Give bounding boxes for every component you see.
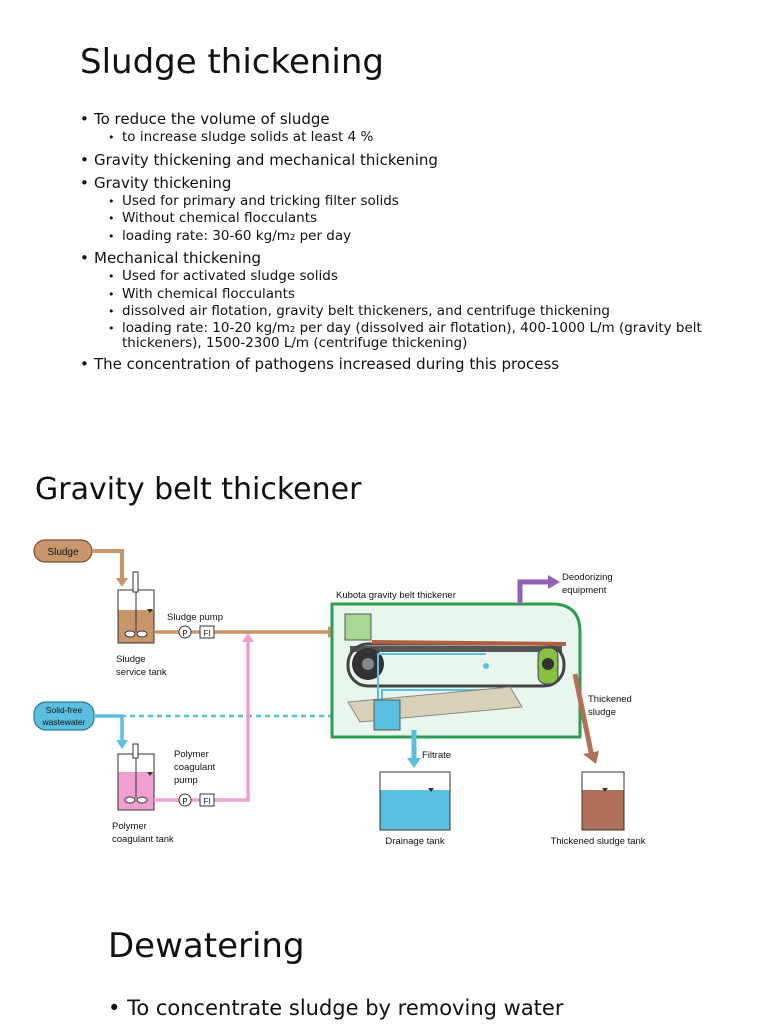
belt-roller-right-hub: [542, 658, 554, 670]
filtrate-pipe-end-1: [483, 663, 489, 669]
sludge-on-belt: [371, 640, 567, 646]
sludge-pump-p: P: [182, 629, 187, 638]
section-title-gravity-belt-thickener: Gravity belt thickener: [35, 472, 362, 507]
deodorizing-arrow: [548, 575, 560, 589]
sub-bullet: Used for activated sludge solids: [108, 268, 720, 286]
polymer-pump-label-2: coagulant: [174, 762, 216, 773]
sludge-input-label: Sludge: [47, 547, 79, 558]
bullet-pathogens: The concentration of pathogens increased…: [80, 355, 720, 374]
thickened-sludge-tank-liquid: [582, 790, 624, 830]
sub-bullet: dissolved air flotation, gravity belt th…: [108, 303, 720, 321]
sludge-pump-label: Sludge pump: [167, 612, 223, 623]
polymer-pump-label-3: pump: [174, 775, 198, 786]
polymer-mixer-blade-left: [124, 796, 136, 804]
sub-bullets-mechanical: Used for activated sludge solids With ch…: [80, 268, 720, 351]
section-title-dewatering: Dewatering: [108, 926, 305, 966]
drainage-tank-label: Drainage tank: [385, 836, 444, 847]
sludge-thickening-bullets: To reduce the volume of sludge to increa…: [80, 110, 720, 374]
wastewater-to-polymer-line: [94, 714, 124, 742]
sludge-pump-icon: [178, 625, 192, 639]
wastewater-to-polymer-arrow: [116, 740, 128, 749]
belt-roller-left-hub: [362, 658, 374, 670]
bullet-mechanical-thickening: Mechanical thickening: [80, 249, 720, 268]
polymer-pump-icon: [178, 793, 192, 807]
polymer-pump-line: [154, 640, 250, 802]
sludge-input-line: [92, 549, 124, 580]
deodorizing-label-1: Deodorizing: [562, 572, 613, 583]
filtrate-pipe-1: [377, 653, 486, 710]
polymer-pump-label-1: Polymer: [174, 749, 209, 760]
sludge-mixer-blade-right: [136, 630, 148, 638]
sludge-tank-mixer: [132, 571, 139, 593]
polymer-tank-label-2: coagulant tank: [112, 834, 174, 845]
sub-bullet: Without chemical flocculants: [108, 210, 720, 228]
thickened-sludge-label-2: sludge: [588, 707, 616, 718]
thickened-sludge-arrow: [583, 751, 599, 764]
polymer-flow-fi: FI: [203, 797, 210, 806]
sludge-level-marker: [147, 609, 153, 613]
belt-top: [350, 646, 562, 652]
bullet-gravity-thickening: Gravity thickening: [80, 174, 720, 193]
thickened-sludge-tank: [581, 771, 625, 831]
polymer-pump-p: P: [182, 797, 187, 806]
bullet-reduce-volume: To reduce the volume of sludge: [80, 110, 720, 129]
bullet-concentrate-sludge-text: To concentrate sludge by removing water: [127, 996, 564, 1020]
polymer-mixer-blade-right: [136, 796, 148, 804]
thickened-level-marker: [602, 788, 608, 792]
deodorizing-line: [517, 579, 550, 604]
sub-bullets-gravity: Used for primary and tricking filter sol…: [80, 193, 720, 246]
filtrate-down-arrow: [407, 758, 421, 768]
filtrate-label: Filtrate: [422, 750, 451, 761]
sludge-flow-indicator: [199, 625, 215, 639]
sludge-service-tank-label-1: Sludge: [116, 654, 146, 665]
deodorizing-label-2: equipment: [562, 585, 607, 596]
section-title-sludge-thickening: Sludge thickening: [80, 42, 385, 82]
drainage-tank: [379, 771, 451, 831]
polymer-to-sludge-arrow: [242, 633, 254, 642]
drainage-level-marker: [428, 788, 434, 792]
sub-bullet: With chemical flocculants: [108, 286, 720, 304]
thickened-sludge-label-1: Thickened: [588, 694, 632, 705]
sludge-flow-fi: FI: [203, 629, 210, 638]
polymer-flow-indicator: [199, 793, 215, 807]
solid-free-label-2: wastewater: [42, 717, 86, 727]
sub-bullet: Used for primary and tricking filter sol…: [108, 193, 720, 211]
drainage-tank-liquid: [380, 790, 450, 830]
bullet-gravity-and-mechanical: Gravity thickening and mechanical thicke…: [80, 151, 720, 170]
sludge-input-arrow: [116, 578, 128, 587]
solid-free-label-1: Solid-free: [46, 705, 83, 715]
polymer-tank-mixer: [132, 743, 139, 759]
sludge-service-tank-label-2: service tank: [116, 667, 167, 678]
polymer-tank-label-1: Polymer: [112, 821, 147, 832]
sludge-mixer-blade-left: [124, 630, 136, 638]
gravity-belt-thickener-diagram: Sludge Sludge service tank Sludge pump P…: [33, 539, 646, 847]
polymer-level-marker: [147, 772, 153, 776]
sub-bullet: loading rate: 10-20 kg/m₂ per day (disso…: [108, 320, 720, 351]
sub-bullet: loading rate: 30-60 kg/m₂ per day: [108, 228, 720, 246]
thickener-inlet-box: [344, 613, 372, 641]
thickened-sludge-line: [572, 673, 595, 758]
thickened-sludge-tank-label: Thickened sludge tank: [550, 836, 645, 847]
sub-bullets-reduce-volume: to increase sludge solids at least 4 %: [80, 129, 720, 147]
kubota-thickener-label: Kubota gravity belt thickener: [336, 590, 456, 601]
filtrate-collector: [373, 699, 401, 731]
sub-bullet: to increase sludge solids at least 4 %: [108, 129, 720, 147]
bullet-concentrate-sludge: • To concentrate sludge by removing wate…: [108, 996, 564, 1020]
